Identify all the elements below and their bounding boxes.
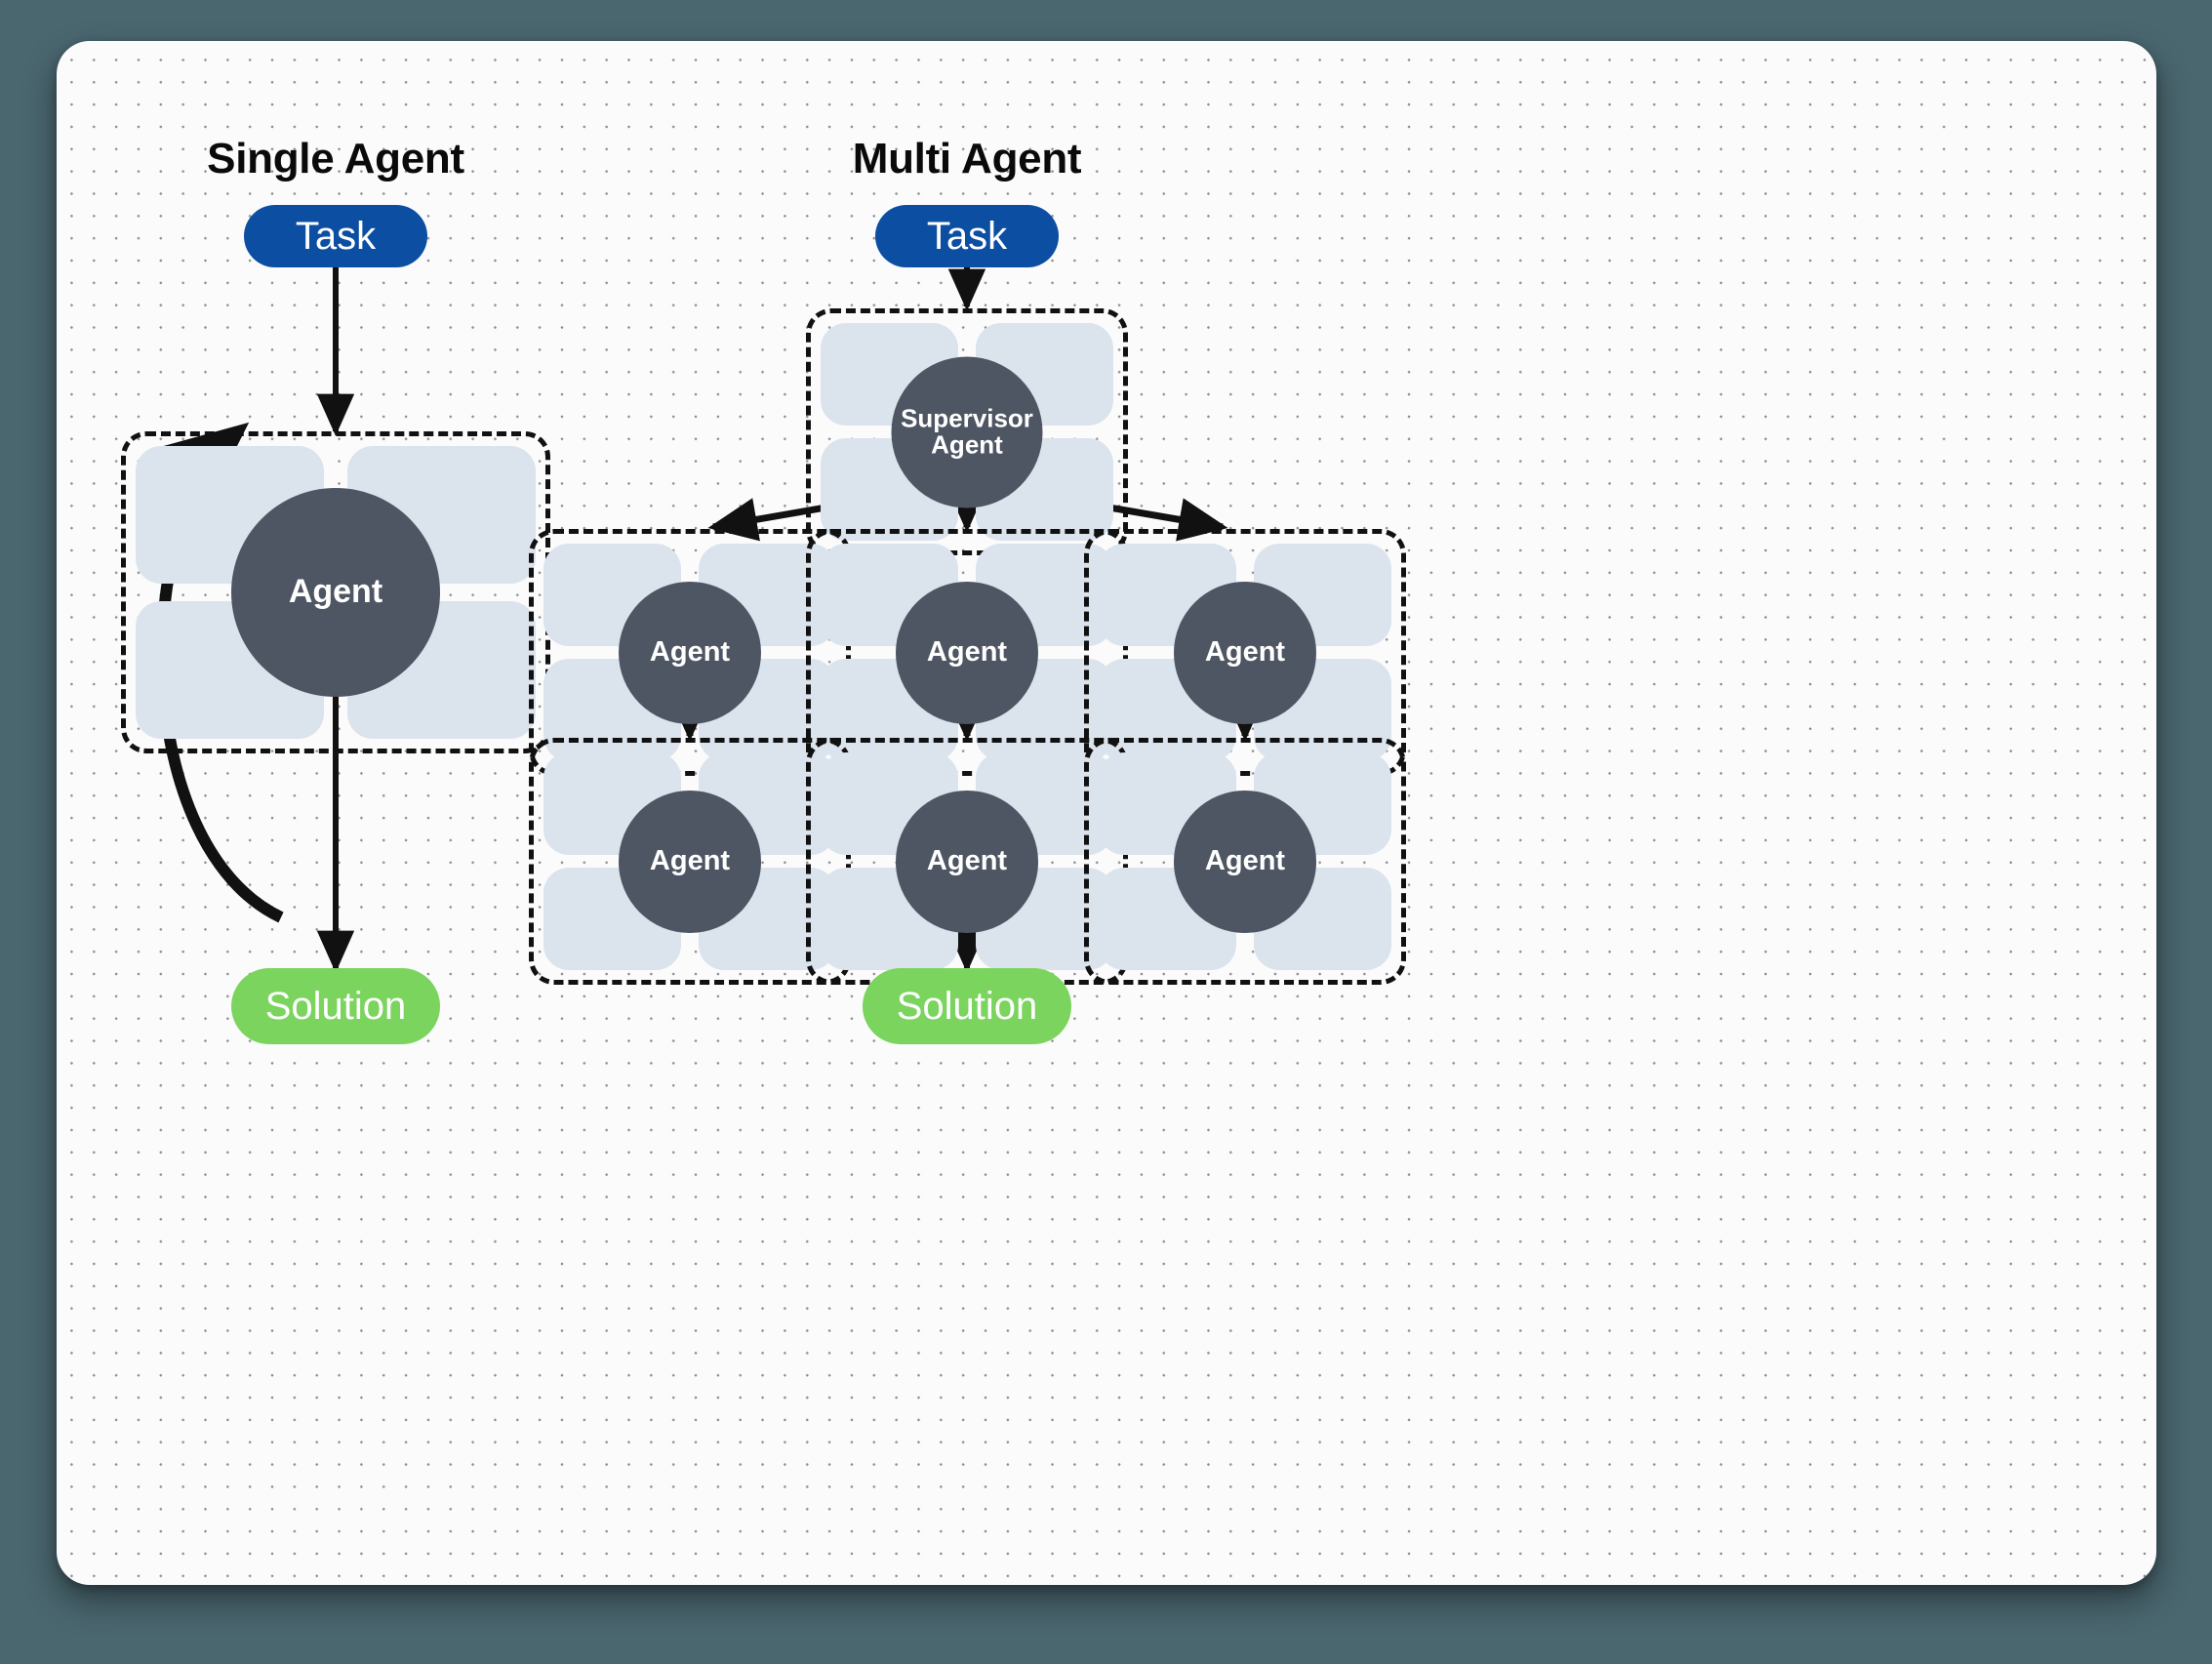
node-agent-single[interactable]: Agent — [121, 431, 550, 753]
node-agent-row2-left[interactable]: Agent — [529, 738, 851, 985]
agent-core-label: Agent — [896, 790, 1038, 933]
diagram-canvas: Single Agent Task Agent Solution Multi A… — [57, 41, 2156, 1585]
agent-petals — [1099, 544, 1391, 761]
node-agent-row2-center[interactable]: Agent — [806, 738, 1128, 985]
node-supervisor-agent[interactable]: Supervisor Agent — [806, 308, 1128, 555]
node-solution-single[interactable]: Solution — [231, 968, 440, 1044]
supervisor-core: Supervisor Agent — [891, 356, 1043, 507]
supervisor-label-line1: Supervisor — [901, 403, 1033, 433]
node-agent-row1-center[interactable]: Agent — [806, 529, 1128, 776]
agent-core-label: Agent — [1174, 581, 1316, 724]
agent-core-label: Agent — [231, 488, 440, 697]
node-task-single[interactable]: Task — [244, 205, 427, 267]
agent-core-label: Agent — [619, 790, 761, 933]
agent-core-label: Agent — [896, 581, 1038, 724]
agent-core-label: Agent — [619, 581, 761, 724]
node-task-multi[interactable]: Task — [875, 205, 1059, 267]
agent-core-label: Agent — [1174, 790, 1316, 933]
node-agent-row1-left[interactable]: Agent — [529, 529, 851, 776]
node-agent-row1-right[interactable]: Agent — [1084, 529, 1406, 776]
supervisor-label-line2: Agent — [931, 429, 1003, 460]
node-agent-row2-right[interactable]: Agent — [1084, 738, 1406, 985]
node-solution-multi[interactable]: Solution — [863, 968, 1071, 1044]
column-title-single-agent: Single Agent — [207, 135, 464, 183]
column-title-multi-agent: Multi Agent — [852, 135, 1082, 183]
